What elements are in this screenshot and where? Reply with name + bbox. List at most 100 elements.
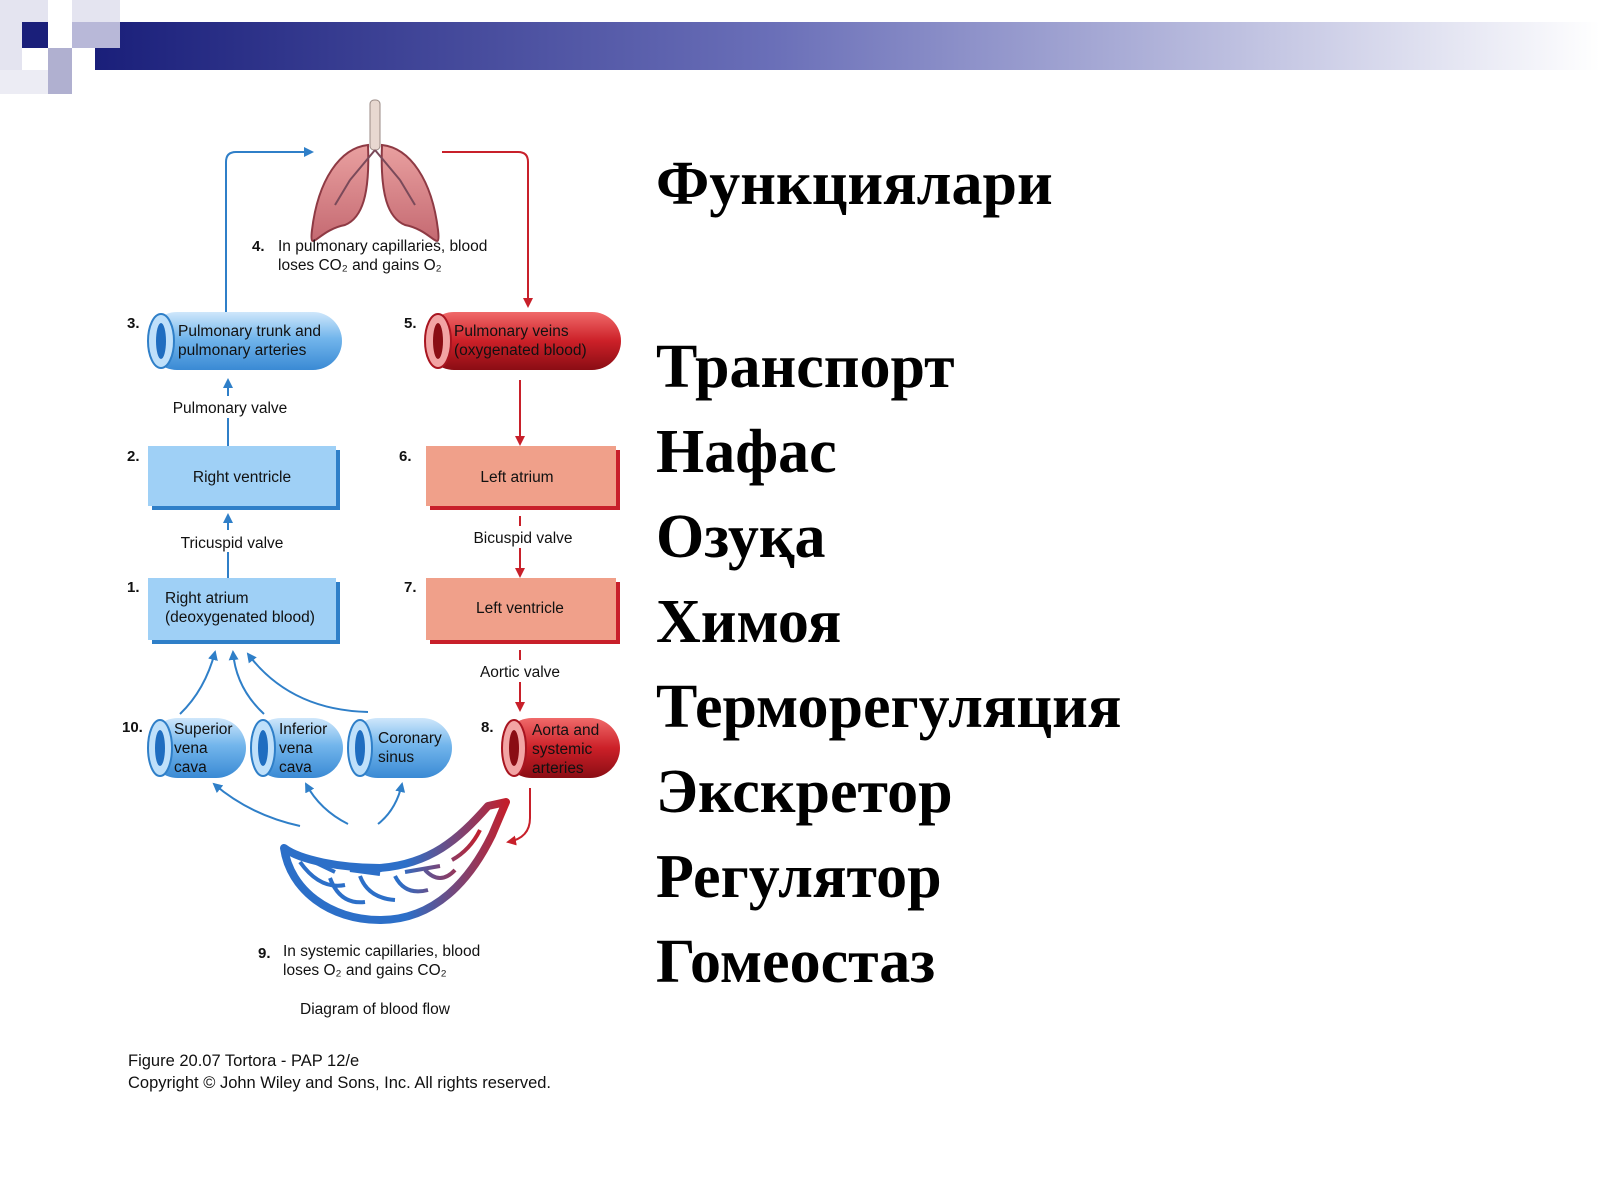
blood-flow-diagram: 4. In pulmonary capillaries, blood loses… xyxy=(122,99,621,1018)
superior-vena-cava-lumen xyxy=(155,730,165,766)
inferior-vena-cava-lumen xyxy=(258,730,268,766)
step-6-left-atrium: 6. Left atrium xyxy=(399,446,620,510)
arrow-coronary-sinus-to-atrium xyxy=(246,652,369,713)
left-atrium-box xyxy=(426,446,616,506)
arrow-capillaries-to-superior-vena-cava xyxy=(212,782,301,827)
functions-list: Транспорт Нафас Озуқа Химоя Терморегуляц… xyxy=(656,325,1121,1005)
pulmonary-veins-tube-lumen xyxy=(433,323,443,359)
step-9-line-2: loses O₂ and gains CO₂ xyxy=(283,962,447,979)
header-square-1 xyxy=(0,0,48,22)
arrow-capillaries-to-inferior-vena-cava xyxy=(305,782,349,825)
step-2-number: 2. xyxy=(127,448,140,465)
tricuspid-valve-label-bg xyxy=(170,530,294,552)
step-4-line-2: loses CO₂ and gains O₂ xyxy=(278,257,442,274)
coronary-sinus-lumen xyxy=(355,730,365,766)
step-8-number: 8. xyxy=(481,719,494,736)
figure-reference: Figure 20.07 Tortora - PAP 12/e xyxy=(128,1052,360,1070)
step-9-line-1: In systemic capillaries, blood xyxy=(283,943,480,960)
header-gradient-bar xyxy=(95,22,1600,70)
aortic-valve-label-bg xyxy=(470,660,570,682)
aortic-valve-label: Aortic valve xyxy=(480,664,560,681)
step-3-line-2: pulmonary arteries xyxy=(178,342,307,359)
header-square-6 xyxy=(48,48,72,94)
step-4-number: 4. xyxy=(252,238,265,255)
step-8-line-2: systemic xyxy=(532,741,593,758)
function-item: Регулятор xyxy=(656,843,942,911)
step-8-line-1: Aorta and xyxy=(532,722,599,739)
step-1-number: 1. xyxy=(127,579,140,596)
function-item: Озуқа xyxy=(656,503,826,571)
step-4-pulmonary-capillaries: 4. In pulmonary capillaries, blood loses… xyxy=(252,238,487,274)
function-item: Гомеостаз xyxy=(656,928,936,996)
copyright-notice: Copyright © John Wiley and Sons, Inc. Al… xyxy=(128,1074,552,1092)
function-item: Транспорт xyxy=(656,333,955,401)
step-7-label: Left ventricle xyxy=(476,600,564,617)
step-9-systemic-capillaries: 9. In systemic capillaries, blood loses … xyxy=(258,943,480,979)
step-9-number: 9. xyxy=(258,945,271,962)
header-square-4 xyxy=(22,22,48,48)
function-item: Нафас xyxy=(656,418,837,486)
step-7-left-ventricle: 7. Left ventricle xyxy=(404,578,620,644)
step-6-label: Left atrium xyxy=(480,469,553,486)
inferior-vena-cava-line-1: Inferior xyxy=(279,721,327,738)
inferior-vena-cava-line-3: cava xyxy=(279,759,312,776)
step-1-line-1: Right atrium xyxy=(165,590,249,607)
arrow-to-lungs xyxy=(225,147,314,312)
right-atrium-box xyxy=(148,578,336,640)
right-ventricle-box xyxy=(148,446,336,506)
pulmonary-valve-label: Pulmonary valve xyxy=(173,400,288,417)
left-ventricle-box xyxy=(426,578,616,640)
coronary-sinus-line-1: Coronary xyxy=(378,730,442,747)
function-item: Терморегуляция xyxy=(656,673,1122,741)
header-square-5 xyxy=(72,22,120,48)
inferior-vena-cava-line-2: vena xyxy=(279,740,313,757)
superior-vena-cava-body xyxy=(148,718,246,778)
step-5-line-1: Pulmonary veins xyxy=(454,323,569,340)
step-5-number: 5. xyxy=(404,315,417,332)
step-1-right-atrium: 1. Right atrium (deoxygenated blood) xyxy=(127,578,340,644)
aorta-tube xyxy=(502,718,620,778)
superior-vena-cava-line-1: Superior xyxy=(174,721,233,738)
right-lung xyxy=(380,143,440,242)
pulmonary-veins-tube xyxy=(425,312,621,370)
step-8-line-3: arteries xyxy=(532,760,584,777)
step-8-aorta: 8. Aorta and systemic arteries xyxy=(481,718,620,778)
step-7-number: 7. xyxy=(404,579,417,596)
capillary-bed-illustration xyxy=(280,798,510,924)
step-4-line-1: In pulmonary capillaries, blood xyxy=(278,238,487,255)
diagram-caption: Diagram of blood flow xyxy=(300,1001,451,1018)
step-2-right-ventricle: 2. Right ventricle xyxy=(127,446,340,510)
coronary-sinus-tube: Coronary sinus xyxy=(347,718,452,778)
superior-vena-cava-tube: Superior vena cava xyxy=(147,718,246,778)
arrow-capillaries-to-coronary-sinus xyxy=(377,782,406,825)
inferior-vena-cava-tube: Inferior vena cava xyxy=(250,718,343,778)
arrow-inferior-vena-cava-to-atrium xyxy=(228,650,265,715)
lungs-illustration xyxy=(310,99,440,242)
left-lung xyxy=(310,143,370,242)
tricuspid-valve-label: Tricuspid valve xyxy=(181,535,284,552)
step-1-line-2: (deoxygenated blood) xyxy=(165,609,315,626)
header-square-3 xyxy=(0,22,22,70)
trachea xyxy=(369,99,381,151)
step-3-pulmonary-trunk: 3. Pulmonary trunk and pulmonary arterie… xyxy=(127,312,342,370)
capillary-bed-network xyxy=(298,829,482,905)
bicuspid-valve-label: Bicuspid valve xyxy=(473,530,572,547)
step-3-number: 3. xyxy=(127,315,140,332)
aorta-tube-lumen xyxy=(509,730,519,766)
header-square-2 xyxy=(72,0,120,22)
step-10-number: 10. xyxy=(122,719,143,736)
pulmonary-valve-label-bg xyxy=(160,396,300,418)
arrow-superior-vena-cava-to-atrium xyxy=(179,650,218,715)
coronary-sinus-line-2: sinus xyxy=(378,749,414,766)
lung-bronchi xyxy=(334,149,416,206)
step-5-pulmonary-veins: 5. Pulmonary veins (oxygenated blood) xyxy=(404,312,621,370)
step-3-line-1: Pulmonary trunk and xyxy=(178,323,321,340)
pulmonary-trunk-tube xyxy=(148,312,342,370)
step-5-line-2: (oxygenated blood) xyxy=(454,342,587,359)
slide-title: Функциялари xyxy=(656,150,1053,218)
header-band xyxy=(0,0,1600,94)
step-6-number: 6. xyxy=(399,448,412,465)
bicuspid-valve-label-bg xyxy=(464,526,580,548)
step-2-label: Right ventricle xyxy=(193,469,291,486)
function-item: Химоя xyxy=(656,588,842,656)
